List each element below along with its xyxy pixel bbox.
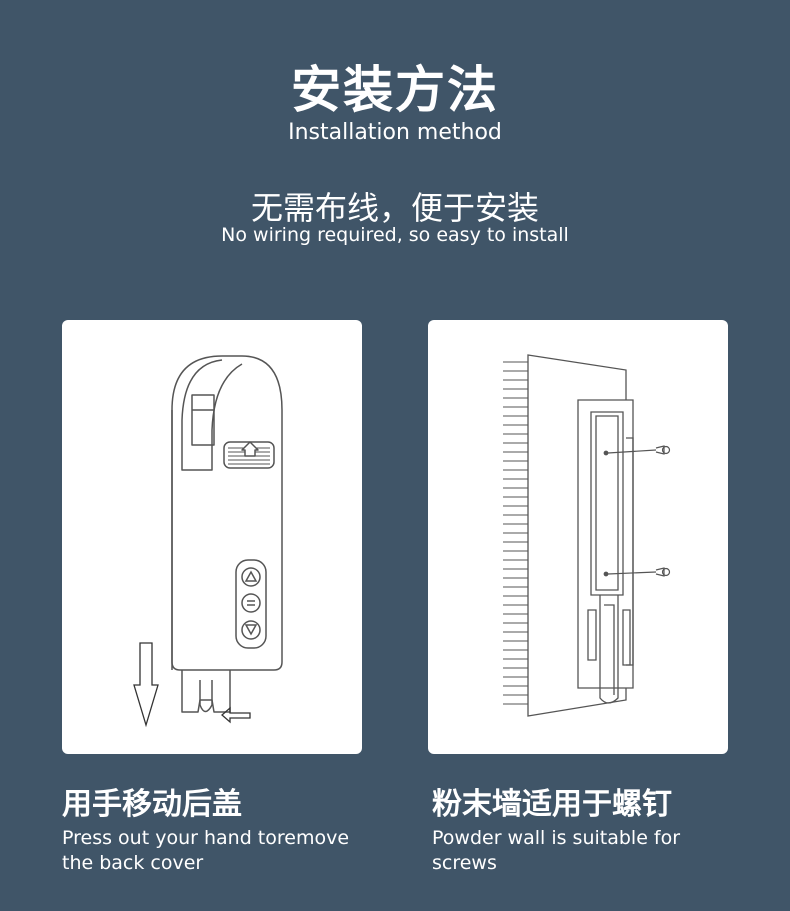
up-arrow-icon — [241, 567, 261, 587]
step-2-caption: 粉末墙适用于螺钉 — [432, 787, 672, 822]
wall-mount-illustration — [503, 354, 671, 717]
page-subtitle: 无需布线，便于安装 — [250, 189, 539, 227]
screw-icon — [603, 567, 671, 577]
pointer-arrow-icon — [221, 706, 251, 724]
step-2-caption-en: Powder wall is suitable for screws — [432, 826, 752, 876]
stop-icon — [241, 593, 261, 613]
arrow-down-icon — [133, 642, 159, 728]
remote-cover-illustration — [133, 355, 283, 728]
page-subtitle-en: No wiring required, so easy to install — [221, 224, 569, 246]
page-title-en: Installation method — [288, 120, 502, 145]
step-1-caption: 用手移动后盖 — [62, 787, 242, 822]
screw-icon — [603, 445, 671, 456]
page-title: 安装方法 — [291, 61, 499, 119]
step-card-wall-screws — [428, 320, 728, 754]
step-1-caption-en-line2: the back cover — [62, 852, 204, 874]
step-card-remove-cover — [62, 320, 362, 754]
step-2-caption-en-line1: Powder wall is suitable for — [432, 827, 681, 849]
step-2-caption-en-line2: screws — [432, 852, 497, 874]
step-1-caption-en-line1: Press out your hand toremove — [62, 827, 350, 849]
down-arrow-icon — [241, 620, 261, 640]
step-1-caption-en: Press out your hand toremove the back co… — [62, 826, 382, 876]
